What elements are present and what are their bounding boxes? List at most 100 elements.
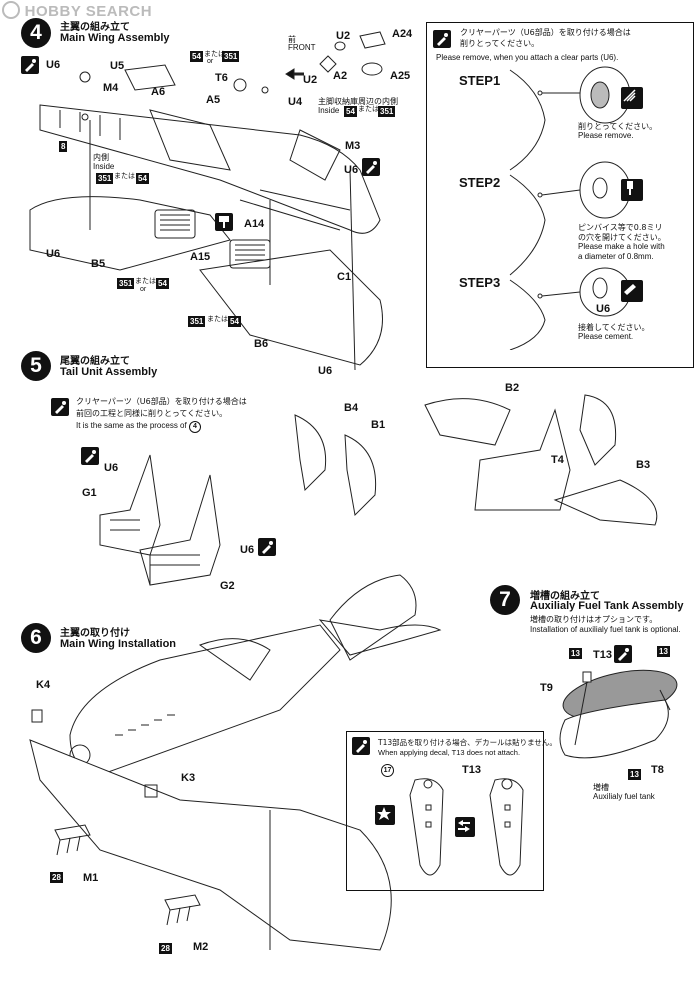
step3-en: Please cement. (578, 332, 634, 341)
decal-note-jp: T13部品を取り付ける場合、デカールは貼りません。 (378, 738, 557, 747)
step5-title-en: Tail Unit Assembly (60, 366, 158, 378)
part-A14: A14 (244, 218, 265, 230)
inner-en: Inside (93, 162, 115, 171)
cut-icon (215, 213, 233, 231)
part-B1: B1 (371, 419, 386, 431)
pylon-drawing (54, 824, 201, 926)
gear-inside-jp: 主脚収納庫周辺の内側 (318, 97, 398, 106)
paint-icon (352, 737, 370, 755)
badge-8: 8 (59, 141, 68, 152)
drill-icon (621, 179, 643, 201)
badge-13: 13 (657, 646, 670, 657)
or-jp: または (358, 106, 379, 113)
or-jp: または (204, 51, 225, 58)
step3-jp: 接着してください。 (578, 323, 650, 332)
badge-351: 351 (222, 51, 240, 62)
step7-title-en: Auxilialy Fuel Tank Assembly (530, 600, 684, 612)
part-U2-a: U2 (336, 30, 351, 42)
part-U6-tail-b: U6 (240, 544, 255, 556)
clear-note-jp-2: 削りとってください。 (460, 39, 540, 48)
step5-note-jp-1: クリヤーパーツ（U6部品）を取り付ける場合は (76, 397, 247, 406)
step5-fuselage-drawing (99, 454, 221, 586)
or-jp: または (135, 278, 156, 285)
clear-note-jp-1: クリヤーパーツ（U6部品）を取り付ける場合は (460, 28, 631, 37)
part-T9: T9 (540, 682, 553, 694)
step5-note-jp-2: 前回の工程と同様に削りとってください。 (76, 409, 228, 418)
part-K3: K3 (181, 772, 196, 784)
step5-title-jp: 尾翼の組み立て (60, 356, 130, 367)
clear-parts-box (426, 22, 694, 368)
badge-54: 54 (156, 278, 169, 289)
inner-jp: 内側 (93, 153, 109, 162)
step4-title-en: Main Wing Assembly (60, 32, 170, 44)
glue-icon (621, 280, 643, 302)
step2-en2: a diameter of 0.8mm. (578, 252, 654, 261)
part-B2: B2 (505, 382, 520, 394)
tail-assembly-drawing (424, 394, 658, 526)
paint-icon (362, 158, 380, 176)
tank-legend-en: Auxilialy fuel tank (593, 792, 655, 801)
step2-jp: ピンバイス等で0.8ミリ (578, 223, 663, 232)
part-M4: M4 (103, 82, 119, 94)
step1-en: Please remove. (578, 131, 634, 140)
badge-351: 351 (117, 278, 135, 289)
part-T6: T6 (215, 72, 228, 84)
badge-54: 54 (190, 51, 203, 62)
watermark-text: HOBBY SEARCH (24, 3, 153, 20)
part-A2: A2 (333, 70, 348, 82)
step5-note-ref: 4 (188, 421, 201, 433)
part-U4: U4 (288, 96, 303, 108)
part-A15: A15 (190, 251, 211, 263)
watermark: HOBBY SEARCH (2, 1, 152, 20)
step5-note-en-text: It is the same as the process of (76, 421, 187, 430)
part-B6: B6 (254, 338, 269, 350)
step4-wing-drawing (29, 64, 383, 371)
step5-note-en: It is the same as the process of 4 (76, 421, 201, 433)
part-U6-a: U6 (46, 59, 61, 71)
rudder-drawing (294, 414, 377, 517)
badge-28: 28 (50, 872, 63, 883)
part-U6-c: U6 (46, 248, 61, 260)
step7-opt-jp: 増槽の取り付けはオプションです。 (530, 615, 658, 624)
decal-note-en: When applying decal, T13 does not attach… (378, 748, 521, 757)
step2-title: STEP2 (459, 175, 501, 190)
part-U6-b: U6 (344, 164, 359, 176)
part-A25: A25 (390, 70, 411, 82)
part-M2: M2 (193, 941, 209, 953)
step6-number: 6 (21, 623, 51, 653)
clear-note-en: Please remove, when you attach a clear p… (436, 53, 619, 62)
part-K4: K4 (36, 679, 51, 691)
step1-jp: 削りとってください。 (578, 122, 658, 131)
or-en: or (140, 286, 147, 293)
gear-inside-en: Inside (318, 106, 340, 115)
or-en: or (207, 58, 214, 65)
paint-icon (21, 56, 39, 74)
decal-number: 17 (381, 764, 394, 777)
step1-title: STEP1 (459, 73, 501, 88)
badge-351: 351 (188, 316, 206, 327)
step2-en: Please make a hole with (578, 242, 665, 251)
step3-title: STEP3 (459, 275, 501, 290)
part-G1: G1 (82, 487, 97, 499)
step2-jp2: の穴を開けてください。 (578, 233, 666, 242)
part-A5: A5 (206, 94, 221, 106)
decal-part-T13: T13 (462, 764, 481, 776)
step4-title-jp: 主翼の組み立て (60, 22, 130, 33)
badge-28: 28 (159, 943, 172, 954)
paint-icon (258, 538, 276, 556)
step7-opt-en: Installation of auxilialy fuel tank is o… (530, 625, 681, 634)
tank-legend-jp: 増槽 (593, 783, 609, 792)
clear-parts-drawing (509, 66, 631, 350)
part-C1: C1 (337, 271, 352, 283)
paint-icon (51, 398, 69, 416)
step4-number: 4 (21, 18, 51, 48)
step6-aircraft-drawing (29, 574, 442, 951)
badge-13: 13 (628, 769, 641, 780)
paint-icon (433, 30, 451, 48)
badge-13: 13 (569, 648, 582, 659)
part-G2: G2 (220, 580, 235, 592)
decal-note-box (346, 731, 544, 891)
step6-title-en: Main Wing Installation (60, 638, 177, 650)
fuel-tank-drawing (559, 669, 678, 759)
step5-number: 5 (21, 351, 51, 381)
